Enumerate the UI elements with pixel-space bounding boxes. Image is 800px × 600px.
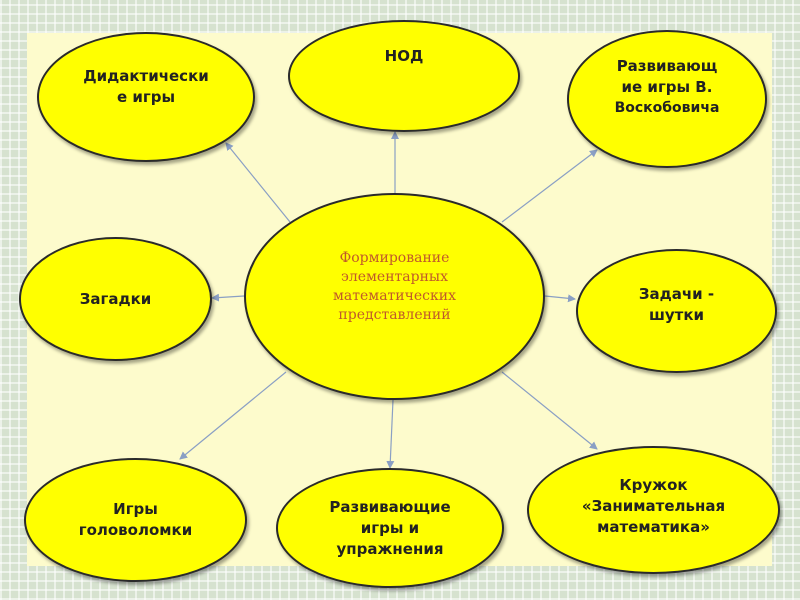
label-line: игры и	[360, 518, 420, 537]
label-line: упражнения	[336, 539, 444, 558]
label-line: НОД	[384, 46, 424, 65]
label-line: математических	[333, 287, 456, 304]
label-line: шутки	[648, 306, 705, 324]
joke-problems-label: Задачи - шутки	[639, 284, 714, 326]
node-joke-problems: Задачи - шутки	[576, 249, 777, 373]
didactic-games-label: Дидактически е игры	[83, 66, 209, 108]
label-line: Дидактически	[83, 67, 209, 85]
label-line: Развивающие	[329, 497, 451, 516]
developing-games-exercises-label: Развивающие игры и упражнения	[329, 497, 450, 560]
nod-label: НОД	[385, 46, 424, 67]
node-puzzle-games: Игры головоломки	[24, 458, 247, 582]
connector-voskobovich	[501, 149, 598, 223]
node-riddles: Загадки	[19, 237, 212, 361]
riddles-label: Загадки	[80, 289, 152, 310]
node-developing-games-exercises: Развивающие игры и упражнения	[276, 468, 504, 588]
node-center-fémp: Формирование элементарных математических…	[244, 193, 545, 400]
label-line: элементарных	[341, 268, 448, 285]
connector-puzzle-games	[179, 371, 287, 460]
node-didactic-games: Дидактически е игры	[37, 32, 255, 162]
label-line: головоломки	[78, 521, 193, 539]
label-line: ие игры В.	[621, 77, 713, 96]
connector-math-club	[501, 371, 598, 450]
connector-riddles	[211, 293, 245, 302]
label-line: Загадки	[79, 289, 152, 308]
node-developing-games-voskobovich: Развивающ ие игры В. Воскобовича	[567, 30, 767, 168]
voskobovich-label: Развивающ ие игры В. Воскобовича	[615, 56, 720, 119]
label-line: математика»	[597, 517, 710, 536]
math-club-label: Кружок «Занимательная математика»	[582, 475, 725, 538]
label-line: представлений	[338, 306, 451, 323]
connector-didactic-games	[225, 142, 291, 223]
node-nod: НОД	[288, 20, 520, 132]
label-line: «Занимательная	[581, 496, 726, 515]
connector-developing-games	[386, 399, 395, 469]
puzzle-games-label: Игры головоломки	[79, 499, 192, 541]
connector-joke-problems	[544, 294, 576, 303]
label-line: Игры	[113, 500, 158, 518]
center-label: Формирование элементарных математических…	[333, 249, 456, 325]
label-line: е игры	[116, 88, 176, 106]
node-math-club: Кружок «Занимательная математика»	[527, 446, 780, 574]
label-line: Кружок	[619, 475, 688, 494]
label-line: Задачи -	[638, 285, 715, 303]
label-line: Воскобовича	[614, 99, 720, 116]
label-line: Формирование	[339, 249, 450, 266]
label-line: Развивающ	[616, 56, 718, 75]
